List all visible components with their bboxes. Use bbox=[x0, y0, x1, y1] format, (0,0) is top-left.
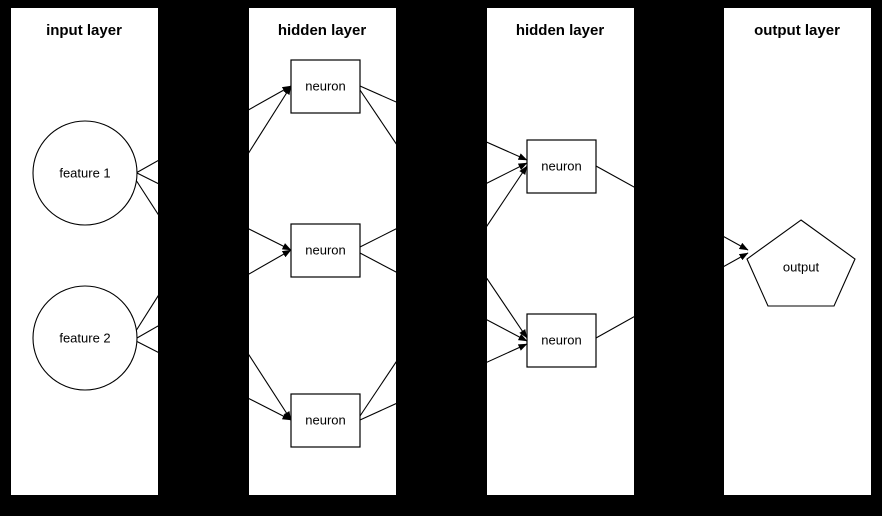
output-label: output bbox=[783, 259, 820, 274]
node-hidden-2-neuron-1[interactable]: neuron bbox=[526, 139, 597, 194]
node-feature-2[interactable]: feature 2 bbox=[32, 285, 138, 391]
edge-h1n3-h2n2 bbox=[359, 403, 396, 421]
edge-h1n1-h2n2 bbox=[359, 89, 396, 145]
panel-input-layer bbox=[11, 8, 158, 495]
output-pentagon[interactable] bbox=[746, 219, 856, 307]
hidden-1-neuron-1-label: neuron bbox=[305, 78, 345, 93]
hidden-layer-1-title: hidden layer bbox=[278, 22, 367, 39]
feature-1-label: feature 1 bbox=[59, 165, 110, 180]
edge-f2-h1n2-head bbox=[249, 249, 292, 275]
hidden-layer-2-title: hidden layer bbox=[516, 22, 605, 39]
edges-input-to-hidden1 bbox=[133, 85, 292, 421]
hidden-1-neuron-3-rect[interactable] bbox=[290, 393, 361, 448]
edge-f1-h1n1-head bbox=[249, 85, 292, 111]
hidden-layer-1-group: hidden layer neuron neuron neuron bbox=[278, 22, 367, 448]
hidden-1-neuron-2-rect[interactable] bbox=[290, 223, 361, 278]
feature-1-circle[interactable] bbox=[32, 120, 138, 226]
edge-h1n2-h2n1 bbox=[359, 228, 396, 248]
input-layer-title: input layer bbox=[46, 22, 122, 39]
hidden-1-neuron-3-label: neuron bbox=[305, 412, 345, 427]
edge-f2-h1n3-head bbox=[249, 397, 292, 421]
hidden-2-neuron-2-rect[interactable] bbox=[526, 313, 597, 368]
hidden-1-neuron-1-rect[interactable] bbox=[290, 59, 361, 114]
node-hidden-1-neuron-3[interactable]: neuron bbox=[290, 393, 361, 448]
edge-h1n2-h2n2-head bbox=[487, 319, 528, 342]
node-hidden-1-neuron-1[interactable]: neuron bbox=[290, 59, 361, 114]
node-feature-1[interactable]: feature 1 bbox=[32, 120, 138, 226]
edge-h2n2-output bbox=[595, 316, 634, 339]
hidden-2-neuron-1-label: neuron bbox=[541, 158, 581, 173]
edge-h1n3-h2n1 bbox=[359, 361, 396, 417]
edge-h1n2-h2n1-head bbox=[487, 162, 528, 184]
node-hidden-2-neuron-2[interactable]: neuron bbox=[526, 313, 597, 368]
edges-segment-hidden1-panel bbox=[249, 85, 292, 421]
edges-segment-h2-entry bbox=[487, 141, 528, 363]
edge-f1-h1n2-head bbox=[249, 228, 292, 251]
edge-f2-h1n1-head bbox=[249, 85, 292, 154]
panel-hidden-layer-2 bbox=[487, 8, 634, 495]
feature-2-circle[interactable] bbox=[32, 285, 138, 391]
edge-f1-h1n3-head bbox=[249, 353, 292, 421]
node-output[interactable]: output bbox=[746, 219, 856, 307]
output-layer-group: output layer output bbox=[746, 22, 856, 307]
input-layer-group: input layer feature 1 feature 2 bbox=[32, 22, 138, 391]
edges-hidden2-to-output bbox=[595, 165, 749, 339]
layer-panels bbox=[11, 8, 871, 495]
edge-h1n1-h2n1-head bbox=[487, 141, 528, 161]
edges-hidden1-to-hidden2 bbox=[359, 85, 528, 421]
output-layer-title: output layer bbox=[754, 22, 840, 39]
edge-h2n1-output bbox=[595, 165, 634, 188]
edge-h1n3-h2n1-head bbox=[487, 165, 528, 227]
hidden-layer-2-group: hidden layer neuron neuron bbox=[516, 22, 605, 368]
hidden-2-neuron-2-label: neuron bbox=[541, 332, 581, 347]
edges-segment-h2-exit bbox=[595, 165, 634, 339]
edge-h1n2-h2n2 bbox=[359, 252, 396, 273]
hidden-2-neuron-1-rect[interactable] bbox=[526, 139, 597, 194]
edge-h1n3-h2n2-head bbox=[487, 343, 528, 363]
edges-segment-h1-exit bbox=[359, 85, 396, 421]
node-hidden-1-neuron-2[interactable]: neuron bbox=[290, 223, 361, 278]
hidden-1-neuron-2-label: neuron bbox=[305, 242, 345, 257]
edge-h1n1-h2n2-head bbox=[487, 277, 528, 339]
edge-h1n1-h2n1 bbox=[359, 85, 396, 103]
feature-2-label: feature 2 bbox=[59, 330, 110, 345]
